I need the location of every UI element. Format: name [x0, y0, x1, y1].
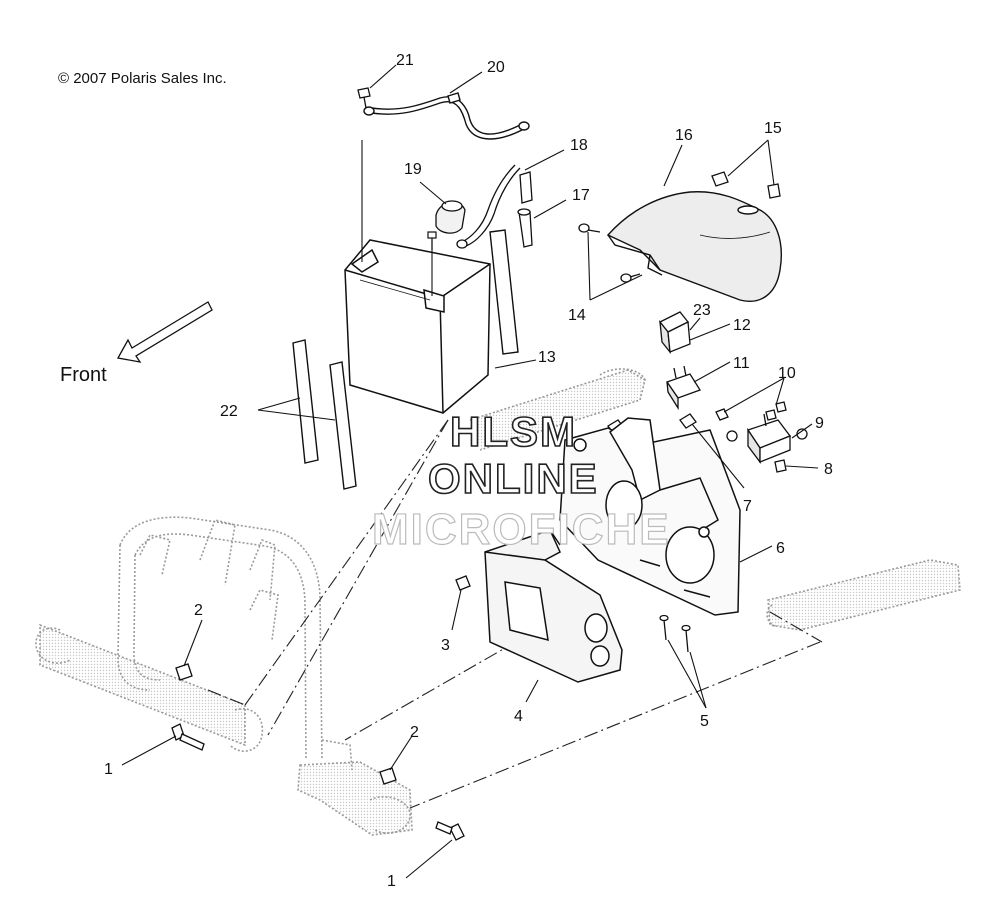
- callout-15: 15: [764, 120, 782, 137]
- callout-16: 16: [675, 127, 693, 144]
- watermark-line-1: HLSM: [449, 407, 577, 456]
- bolt-21: [357, 87, 371, 109]
- callout-23: 23: [693, 302, 711, 319]
- callout-19: 19: [404, 161, 422, 178]
- terminal-cover-19: [435, 200, 466, 234]
- bolts-1: [171, 723, 465, 841]
- nut-8: [774, 459, 787, 473]
- bolt-3: [455, 575, 471, 591]
- callout-9: 9: [815, 415, 824, 432]
- circuit-breaker-11: [665, 365, 701, 411]
- callout-8: 8: [824, 461, 833, 478]
- callout-17: 17: [572, 187, 590, 204]
- solenoid-9: [726, 413, 808, 464]
- screws-14: [578, 223, 641, 283]
- assembly-lines: [207, 419, 823, 809]
- cable-18: [456, 164, 533, 249]
- terminal-17: [517, 208, 533, 248]
- front-direction-label: Front: [60, 364, 107, 386]
- callout-2b: 2: [410, 724, 419, 741]
- callout-11: 11: [733, 355, 750, 372]
- mounting-plate-6: [559, 417, 741, 616]
- copyright-notice: © 2007 Polaris Sales Inc.: [58, 70, 227, 87]
- relay-12: [658, 311, 691, 355]
- callout-1b: 1: [387, 873, 396, 890]
- leader-lines: [121, 64, 819, 879]
- battery-cable: [363, 92, 530, 140]
- callout-3: 3: [441, 637, 450, 654]
- cover-16: [606, 191, 782, 302]
- callout-7: 7: [743, 498, 752, 515]
- callout-13: 13: [538, 349, 556, 366]
- callout-4: 4: [514, 708, 523, 725]
- callout-21: 21: [396, 52, 414, 69]
- watermark-line-3: MICROFICHE: [371, 504, 671, 554]
- rivets-5: [659, 614, 691, 653]
- callout-2a: 2: [194, 602, 203, 619]
- callout-18: 18: [570, 137, 588, 154]
- battery: [344, 239, 491, 414]
- watermark-line-2: ONLINE: [427, 454, 599, 503]
- callout-20: 20: [487, 59, 505, 76]
- nuts-15: [711, 171, 781, 199]
- screw-battery: [427, 231, 437, 250]
- nuts-2: [175, 663, 397, 785]
- callout-22: 22: [220, 403, 238, 420]
- front-arrow-icon: [116, 301, 213, 363]
- callout-10: 10: [778, 365, 796, 382]
- callout-1a: 1: [104, 761, 113, 778]
- callout-14: 14: [568, 307, 586, 324]
- frame-texture: [40, 370, 960, 835]
- callout-6: 6: [776, 540, 785, 557]
- battery-pads: [292, 229, 519, 490]
- battery-tray-4: [484, 529, 623, 683]
- callout-5: 5: [700, 713, 709, 730]
- nuts-10: [715, 401, 787, 421]
- callout-12: 12: [733, 317, 751, 334]
- callout-numbers: 21 20 18 19 17 16 15 14 23 12 11 10 13 2…: [104, 52, 833, 890]
